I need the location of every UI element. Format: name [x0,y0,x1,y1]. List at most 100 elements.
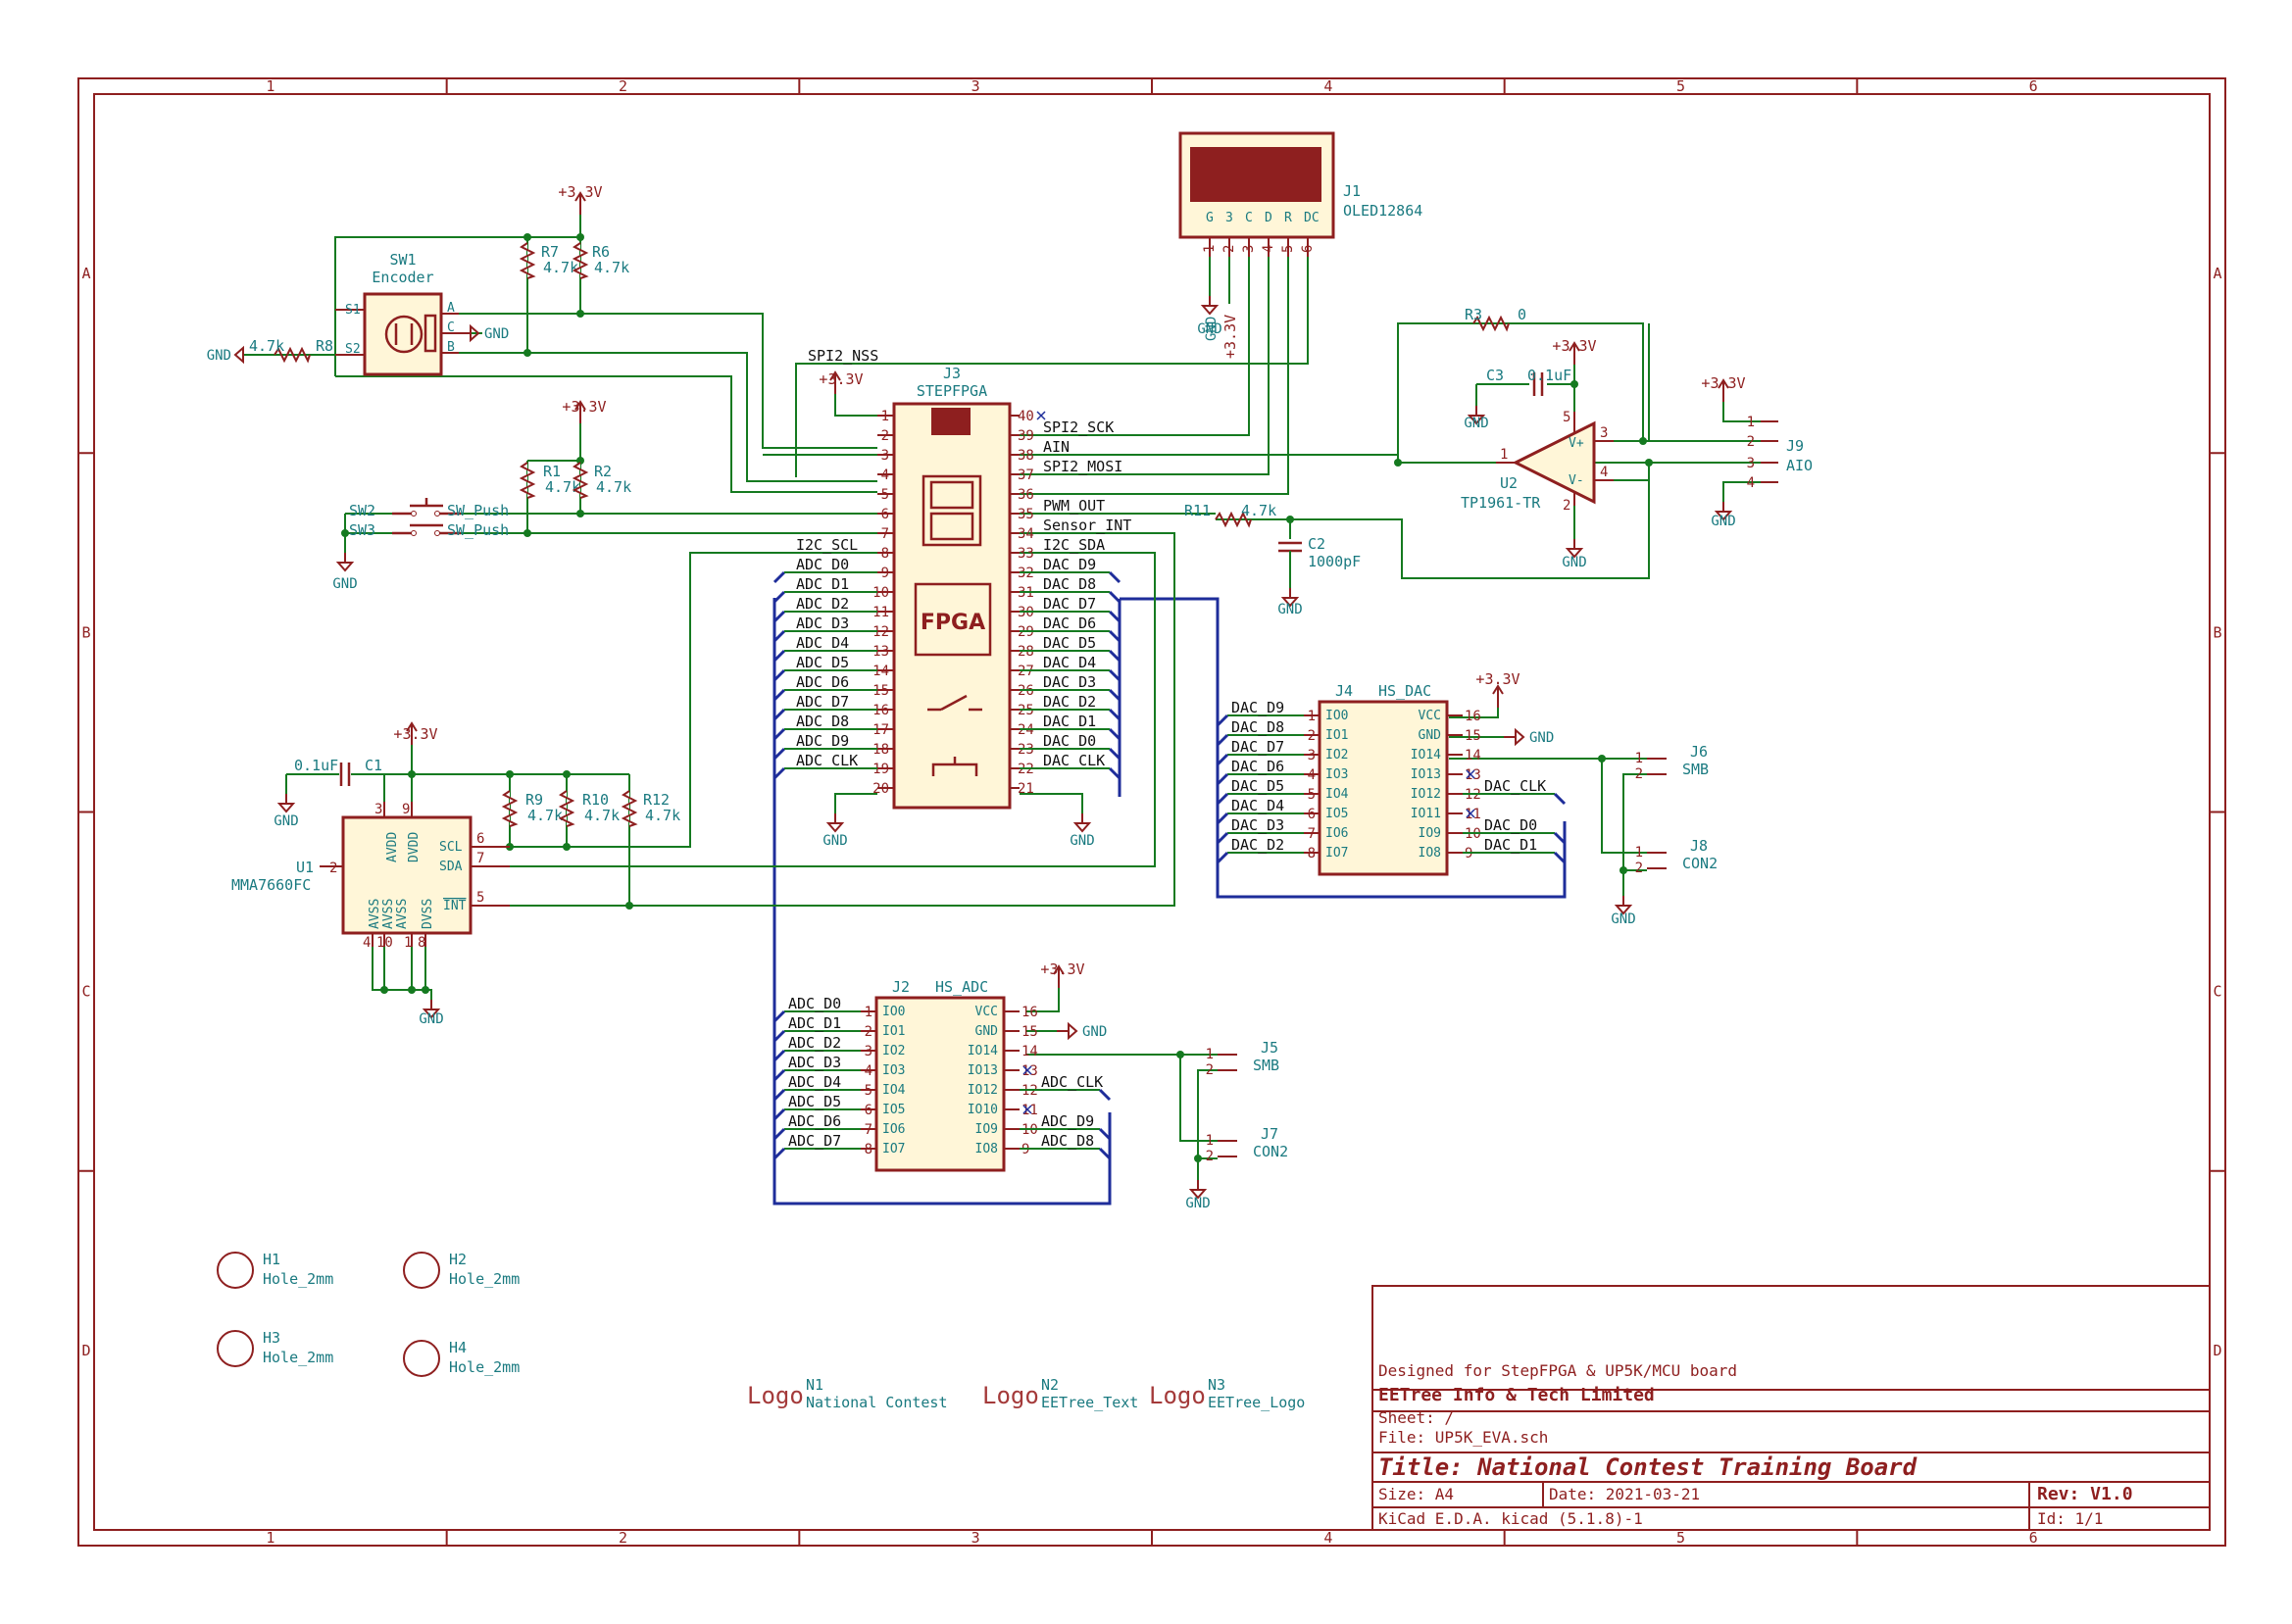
j4-left-num: 3 [1308,748,1316,763]
gnd-symbol [1072,822,1092,833]
gnd-symbol [1188,1189,1208,1200]
power-3v3-arrow [1718,378,1729,389]
logo-ref: N2 [1041,1376,1059,1394]
net-label-right: DAC_D5 [1043,634,1096,652]
net-label-left: ADC_D5 [796,654,849,671]
j3-right-pin-num: 34 [1018,526,1034,542]
u2-ref: U2 [1500,474,1518,492]
sw2-value: SW_Push [447,502,509,519]
bus-entry [1108,708,1121,721]
j2-left-name: IO6 [882,1122,905,1137]
j4-left-name: IO7 [1325,846,1348,861]
j2-left-name: IO4 [882,1083,906,1098]
net-label-left: ADC_D8 [796,713,849,730]
resistor-value: 4.7k [596,478,631,496]
net-label-right: DAC_CLK [1043,752,1105,769]
u2-pin-4: 4 [1600,465,1608,480]
j4-right-name: VCC [1419,709,1441,723]
bus-entry [772,1068,786,1082]
j3-right-pin-num: 21 [1018,781,1034,797]
resistor-body [621,790,638,827]
ruler-row-left: C [81,983,90,1001]
net-label-left: ADC_D4 [796,634,849,652]
gnd-label: GND [1711,514,1735,529]
junctions [341,233,1653,1162]
gnd-label: GND [1082,1024,1107,1040]
bus-entry [1216,831,1229,845]
j4-right-name: IO12 [1411,787,1441,802]
resistor-ref: R2 [594,463,612,480]
ruler-col-top: 6 [2029,77,2038,95]
gnd-symbol [1565,548,1584,559]
j3-left-pin-num: 5 [881,487,889,503]
j2-left-num: 8 [865,1142,872,1157]
bus-entry [772,708,786,721]
gnd-symbol [335,562,355,572]
j4-left-name: IO6 [1325,826,1348,841]
j4-left-num: 1 [1308,709,1316,724]
j3-right-pin-num: 35 [1018,507,1034,522]
u1-pin-2: 2 [329,861,337,876]
resistor-ref: R9 [525,791,543,809]
j2-left-num: 3 [865,1044,872,1059]
j9-ref: J9 [1786,437,1804,455]
j8-ref: J8 [1690,837,1708,855]
u2-value: TP1961-TR [1461,494,1541,512]
gnd-symbol [276,803,296,813]
bus-entry [772,1088,786,1102]
j4-right-num: 13 [1465,767,1481,783]
j3-right-pin-num: 36 [1018,487,1034,503]
j3-left-pin-num: 14 [872,664,889,679]
sheet-date: Date: 2021-03-21 [1549,1485,1700,1503]
j8-value: CON2 [1682,855,1718,872]
bus-entry [772,1127,786,1141]
gnd-label: GND [1611,911,1635,927]
net-label-right: DAC_D8 [1043,575,1096,593]
bus-entry [772,1147,786,1160]
j4-right-num: 14 [1465,748,1481,763]
net-label-right: DAC_D7 [1043,595,1096,613]
ruler-col-top: 5 [1676,77,1685,95]
net-label-right: DAC_D6 [1043,615,1096,632]
j2-left-num: 6 [865,1103,872,1118]
tool-version: KiCad E.D.A. kicad (5.1.8)-1 [1378,1509,1643,1528]
resistor-value: 4.7k [543,259,578,276]
ruler-col-top: 2 [619,77,627,95]
j1-pin-name: DC [1304,211,1320,225]
j2-right-name: IO9 [975,1122,998,1137]
j3-right-pin-num: 39 [1018,428,1034,444]
j4-right-name: IO13 [1411,767,1441,782]
j4-right-name: IO14 [1411,748,1441,763]
gnd-label: GND [332,576,357,592]
power-3v3-label: +3.3V [1552,337,1596,355]
u1-ref: U1 [296,859,314,876]
j4-right-name: GND [1419,728,1442,743]
sw1-pin-c: C [447,320,455,335]
resistor-body [1472,315,1510,332]
u1-scl: SCL [439,840,463,855]
bus-entry [1108,727,1121,741]
u2-pin-2: 2 [1563,498,1570,514]
opamp-u2: V+ V- 1 3 4 5 2 U2 TP1961-TR [1461,410,1614,514]
j8-pin2-num: 2 [1635,861,1643,876]
bus-entry [1108,668,1121,682]
no-connect-marker [1022,1065,1032,1075]
j4-left-net: DAC_D4 [1231,797,1284,814]
j2-right-name: IO12 [968,1083,998,1098]
capacitor-ref: C3 [1486,367,1504,384]
ruler-row-left: A [81,265,90,282]
j1-pin-num: 2 [1221,245,1237,253]
gnd-symbol [1068,1021,1078,1041]
bus-entry [772,766,786,780]
net-label-left: ADC_CLK [796,752,858,769]
j2-right-num: 15 [1021,1024,1038,1040]
logo-label: Logo [1149,1382,1206,1409]
power-3v3-arrow [574,400,586,411]
j4-left-name: IO0 [1325,709,1348,723]
j2-right-net: ADC_D8 [1041,1132,1094,1150]
j2-right-num: 13 [1021,1063,1038,1079]
net-label-right: PWM_OUT [1043,497,1105,515]
sw1-pin-b: B [447,340,455,355]
